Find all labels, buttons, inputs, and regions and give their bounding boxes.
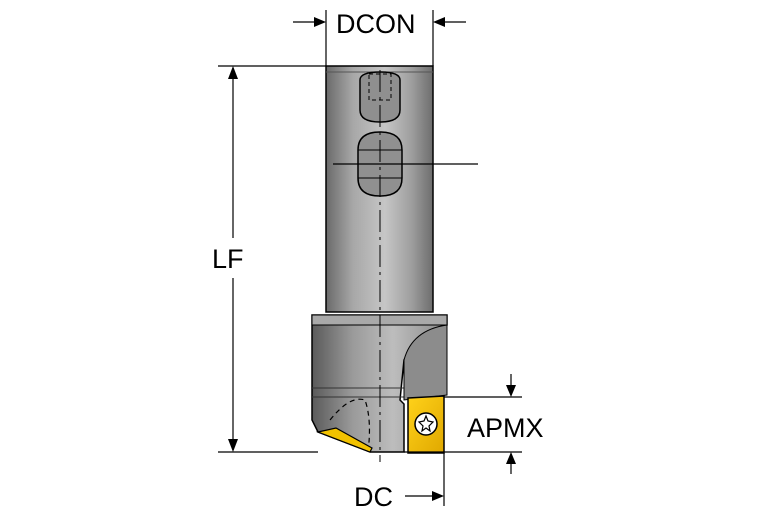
dcon-label: DCON	[336, 9, 416, 39]
tool-body	[311, 65, 448, 453]
cutting-insert	[407, 395, 445, 454]
apmx-label: APMX	[467, 413, 544, 443]
bottom-insert	[315, 427, 373, 453]
dimension-lines	[218, 10, 522, 506]
torx-screw-icon	[414, 412, 438, 436]
lf-label: LF	[212, 244, 244, 274]
dc-label: DC	[354, 482, 393, 512]
